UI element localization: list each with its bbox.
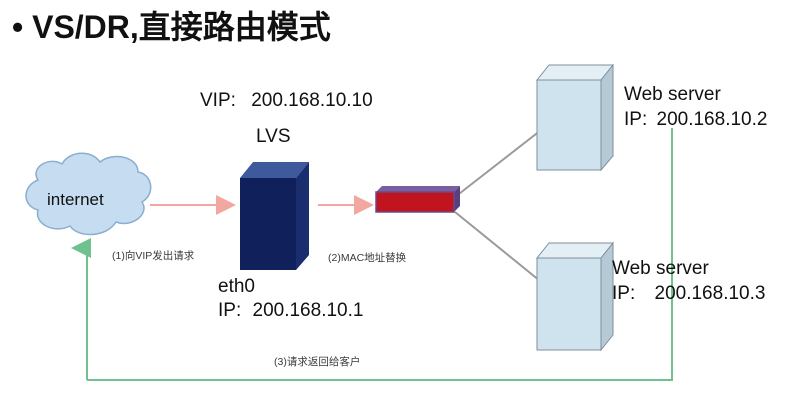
web-server-2-icon [535,241,615,352]
link-to-server-2 [454,211,546,286]
server-2-ip-value: 200.168.10.3 [654,283,766,304]
lvs-ip-label: IP: [218,300,242,321]
lvs-server-icon [240,162,309,270]
lvs-ip: IP: 200.168.10.1 [218,300,363,322]
lvs-label: LVS [256,126,291,147]
link-to-server-1 [454,126,546,198]
internet-label: internet [47,190,104,209]
bullet: • [12,9,24,45]
title-text: VS/DR,直接路由模式 [32,9,331,45]
server-1-name: Web server [624,84,721,105]
step-2-label: (2)MAC地址替换 [328,252,407,264]
server-2-ip: IP: 200.168.10.3 [612,283,765,305]
vip-value: 200.168.10.10 [251,90,373,111]
lvs-ip-value: 200.168.10.1 [252,300,364,321]
web-server-1-icon [535,63,615,172]
server-1-ip-label: IP: [624,109,648,130]
vip-address: VIP: 200.168.10.10 [200,90,373,112]
switch-icon [375,186,460,213]
server-2-ip-label: IP: [612,283,636,304]
vip-label: VIP: [200,90,236,111]
server-2-name: Web server [612,258,709,279]
lvs-interface: eth0 [218,276,255,297]
internet-cloud-icon [25,152,152,236]
server-1-ip-value: 200.168.10.2 [656,109,768,130]
step-3-label: (3)请求返回给客户 [274,356,361,368]
slide-title: • VS/DR,直接路由模式 [12,2,331,48]
server-1-ip: IP: 200.168.10.2 [624,109,767,131]
return-path-line [87,128,673,381]
step-1-label: (1)向VIP发出请求 [112,250,195,262]
